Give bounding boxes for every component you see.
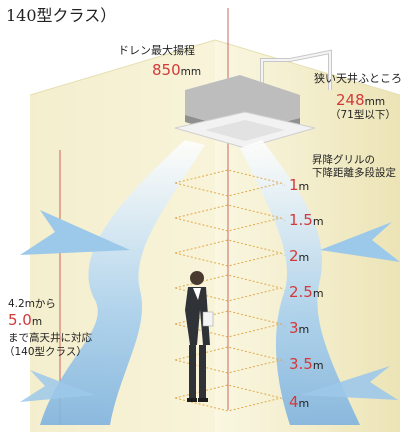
grille-line2: 下降距離多段設定 <box>312 167 396 179</box>
ceiling-unit: mm <box>364 96 386 108</box>
ceiling-measure: 248mm <box>336 90 385 109</box>
drain-value: 850 <box>152 61 181 79</box>
ceiling-value: 248 <box>336 91 365 109</box>
level-6: 3.5m <box>289 355 324 373</box>
ceiling-label: 狭い天井ふところ <box>314 72 402 85</box>
height-line4: （140型クラス） <box>4 346 87 358</box>
height-line3: まで高天井に対応 <box>8 332 92 344</box>
drain-label: ドレン最大揚程 <box>118 44 195 57</box>
height-measure: 5.0m <box>8 310 42 329</box>
level-2: 1.5m <box>289 211 324 229</box>
drain-unit: mm <box>180 66 202 78</box>
level-5: 3m <box>289 319 310 337</box>
airflow-left-head <box>20 210 130 255</box>
top-caption: 140型クラス） <box>6 6 117 25</box>
height-value: 5.0 <box>8 311 32 329</box>
level-4: 2.5m <box>289 283 324 301</box>
grille-line1: 昇降グリルの <box>312 154 375 166</box>
airflow-right <box>240 140 360 425</box>
ceiling-note: （71型以下） <box>330 109 396 121</box>
airflow-right-head <box>320 222 400 262</box>
person-figure <box>185 271 214 402</box>
height-line1: 4.2mから <box>8 298 56 310</box>
drain-measure: 850mm <box>152 60 201 79</box>
level-3: 2m <box>289 247 310 265</box>
level-1: 1m <box>289 176 310 194</box>
airflow-left <box>40 140 205 425</box>
height-unit: m <box>31 316 43 328</box>
level-7: 4m <box>289 393 310 411</box>
